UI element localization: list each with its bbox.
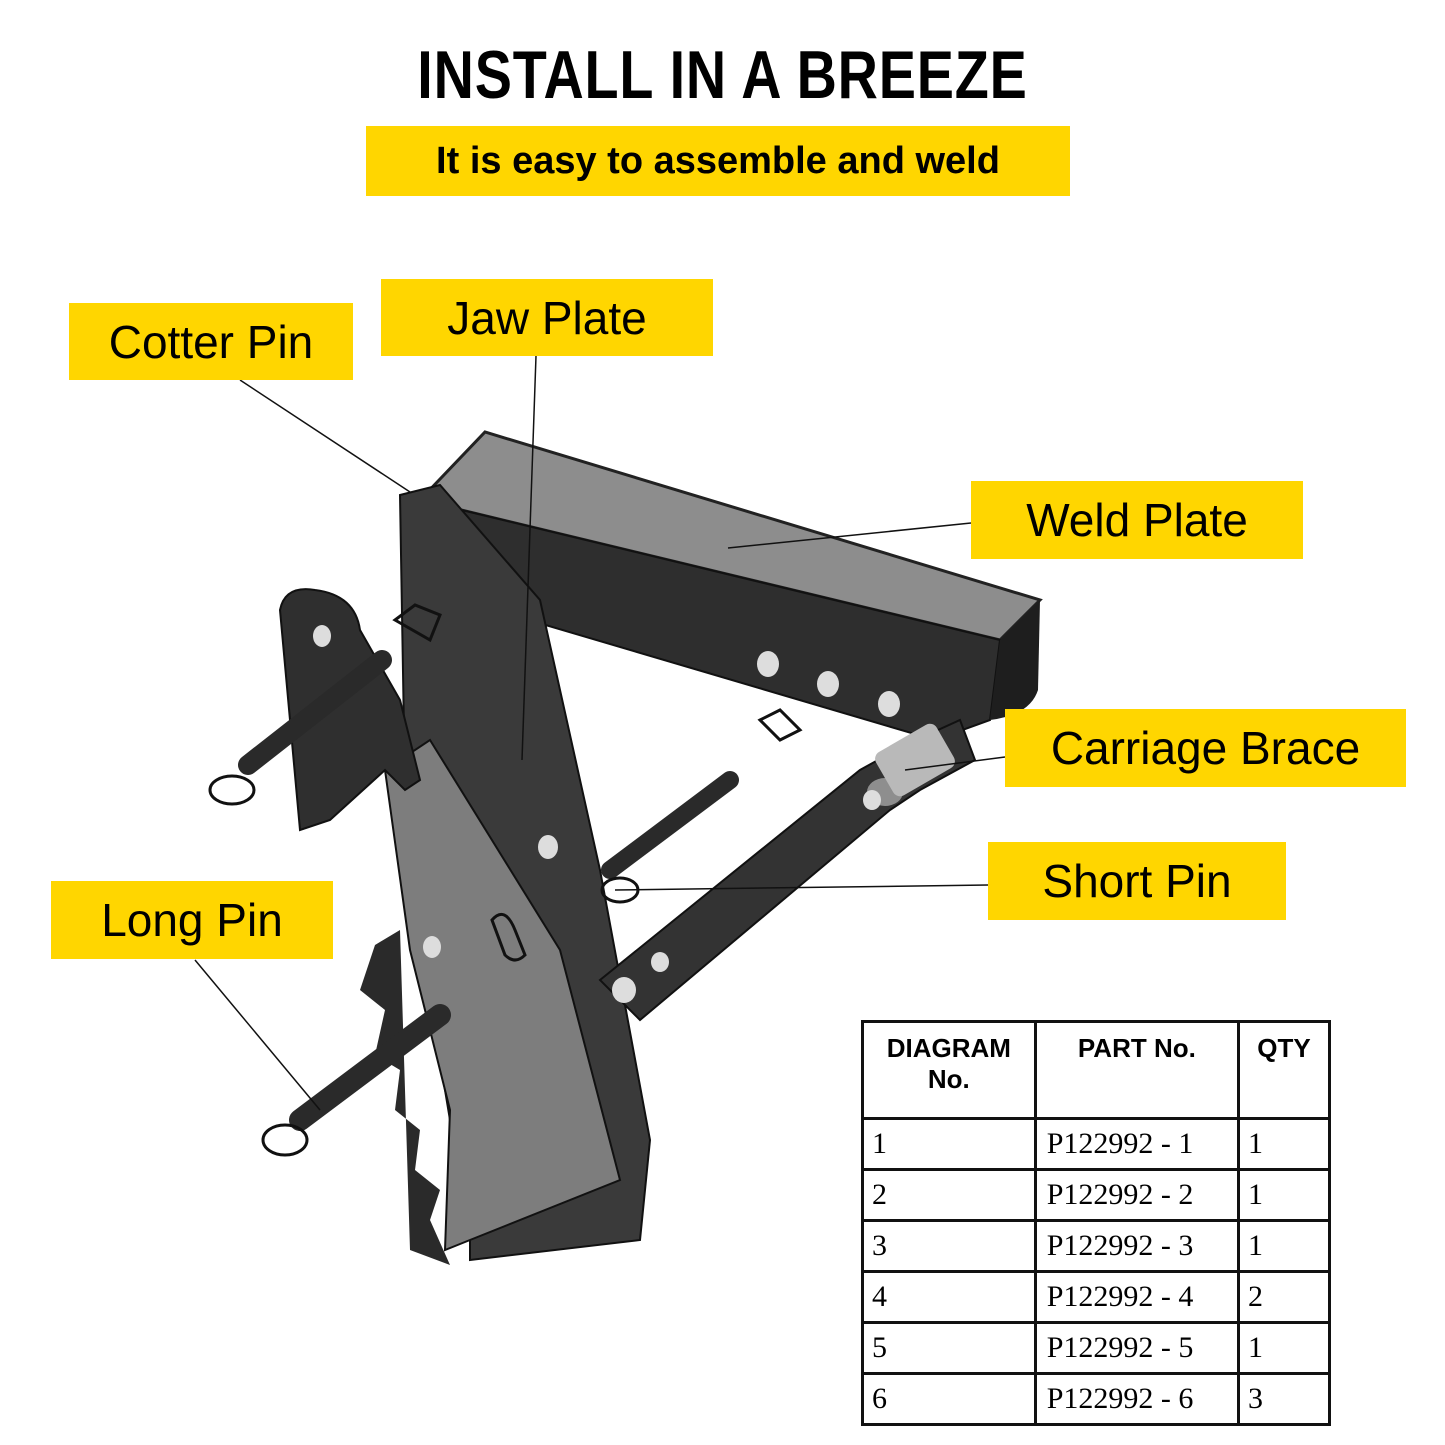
cell-qty: 2 (1237, 1270, 1331, 1324)
cell-diagram-no: 1 (861, 1117, 1037, 1171)
header-diagram-no: DIAGRAM No. (861, 1020, 1037, 1120)
table-row: 4 P122992 - 4 2 (861, 1270, 1331, 1324)
label-weld-plate: Weld Plate (971, 481, 1303, 559)
cell-part-no: P122992 - 5 (1033, 1321, 1241, 1375)
cell-qty: 1 (1237, 1219, 1331, 1273)
subtitle-text: It is easy to assemble and weld (436, 139, 1000, 182)
label-cotter-pin: Cotter Pin (69, 303, 353, 380)
jaw-plate-part (360, 483, 652, 1265)
label-short-pin: Short Pin (988, 842, 1286, 920)
cell-qty: 3 (1237, 1372, 1331, 1426)
table-row: 5 P122992 - 5 1 (861, 1321, 1331, 1375)
table-row: 3 P122992 - 3 1 (861, 1219, 1331, 1273)
cell-diagram-no: 4 (861, 1270, 1037, 1324)
parts-table: DIAGRAM No. PART No. QTY 1 P122992 - 1 1… (861, 1020, 1331, 1426)
cell-part-no: P122992 - 2 (1033, 1168, 1241, 1222)
header-part-no: PART No. (1033, 1020, 1241, 1120)
header-qty: QTY (1237, 1020, 1331, 1120)
table-row: 1 P122992 - 1 1 (861, 1117, 1331, 1171)
cell-diagram-no: 3 (861, 1219, 1037, 1273)
cell-qty: 1 (1237, 1117, 1331, 1171)
carriage-brace-part (598, 718, 977, 1022)
cell-diagram-no: 6 (861, 1372, 1037, 1426)
cell-part-no: P122992 - 3 (1033, 1219, 1241, 1273)
side-plate-part (278, 588, 422, 832)
cell-diagram-no: 2 (861, 1168, 1037, 1222)
short-pin-part (600, 771, 739, 904)
label-long-pin: Long Pin (51, 881, 333, 959)
cotter-pin-part (392, 603, 803, 742)
table-header-row: DIAGRAM No. PART No. QTY (861, 1020, 1331, 1120)
cell-part-no: P122992 - 6 (1033, 1372, 1241, 1426)
cell-diagram-no: 5 (861, 1321, 1037, 1375)
cell-part-no: P122992 - 1 (1033, 1117, 1241, 1171)
cell-qty: 1 (1237, 1321, 1331, 1375)
label-jaw-plate: Jaw Plate (381, 279, 713, 356)
cell-qty: 1 (1237, 1168, 1331, 1222)
label-carriage-brace: Carriage Brace (1005, 709, 1406, 787)
leader-lines (194, 355, 1006, 1111)
long-pin-upper (208, 650, 392, 806)
table-row: 2 P122992 - 2 1 (861, 1168, 1331, 1222)
cell-part-no: P122992 - 4 (1033, 1270, 1241, 1324)
long-pin-lower (261, 1004, 451, 1157)
table-row: 6 P122992 - 6 3 (861, 1372, 1331, 1426)
page-title: INSTALL IN A BREEZE (417, 37, 1028, 113)
subtitle-banner: It is easy to assemble and weld (366, 126, 1070, 196)
